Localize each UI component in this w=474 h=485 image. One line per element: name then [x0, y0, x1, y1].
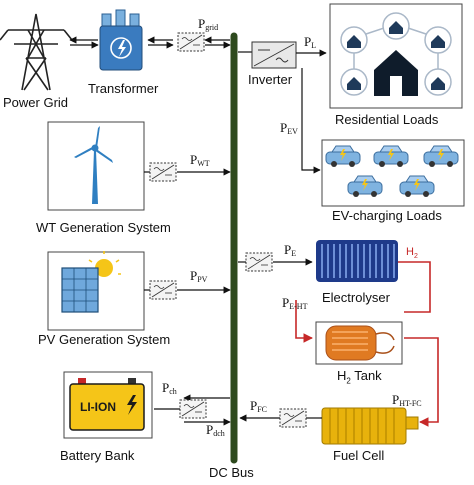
fuelcell-converter-icon [279, 408, 307, 428]
p-e-ht-label: PE-HT [282, 295, 308, 311]
electrolyser-tank-line [295, 300, 313, 343]
p-e-label: PE [284, 242, 297, 258]
power-grid-label: Power Grid [3, 95, 69, 110]
p-ht-fc-label: PHT-FC [392, 392, 422, 408]
electrolyser-converter-icon [245, 252, 273, 272]
inverter-ev-arrow [301, 68, 321, 174]
battery-text: LI-ION [80, 400, 116, 414]
p-ch-label: Pch [162, 380, 177, 396]
house-network-icon [340, 12, 452, 96]
battery-icon [69, 378, 145, 431]
residential-loads-label: Residential Loads [335, 112, 439, 127]
inverter-icon [251, 41, 297, 69]
p-pv-label: PPV [190, 268, 208, 284]
transformer-label: Transformer [88, 81, 159, 96]
electrolyser-label: Electrolyser [322, 290, 390, 305]
pv-label: PV Generation System [38, 332, 171, 347]
p-dch-label: Pdch [206, 422, 225, 438]
p-l-label: PL [304, 34, 317, 50]
tank-fuelcell-line [404, 337, 439, 427]
wt-converter-icon [149, 162, 177, 182]
ev-loads-label: EV-charging Loads [332, 208, 442, 223]
electrolyser-icon [316, 240, 398, 282]
p-fc-label: PFC [250, 398, 268, 414]
h2-tank-label: H2 Tank [337, 368, 382, 386]
transformer-icon [99, 9, 143, 71]
battery-converter-icon [179, 399, 207, 419]
solar-panel-icon [61, 251, 121, 313]
wind-turbine-icon [74, 126, 113, 204]
pv-converter-icon [149, 280, 177, 300]
p-ev-label: PEV [280, 120, 298, 136]
battery-bank-label: Battery Bank [60, 448, 135, 463]
fuel-cell-label: Fuel Cell [333, 448, 385, 463]
fuel-cell-icon [321, 407, 419, 445]
inverter-label: Inverter [248, 72, 293, 87]
h2-tank-icon [325, 325, 395, 361]
dc-bus-label: DC Bus [209, 465, 254, 480]
h2-outlet-line [398, 261, 431, 313]
power-grid-icon [0, 13, 73, 91]
grid-converter-icon [177, 32, 205, 52]
wt-label: WT Generation System [36, 220, 171, 235]
h2-output-label: H2 [406, 246, 418, 261]
p-wt-label: PWT [190, 152, 210, 168]
p-grid-label: Pgrid [198, 16, 219, 32]
